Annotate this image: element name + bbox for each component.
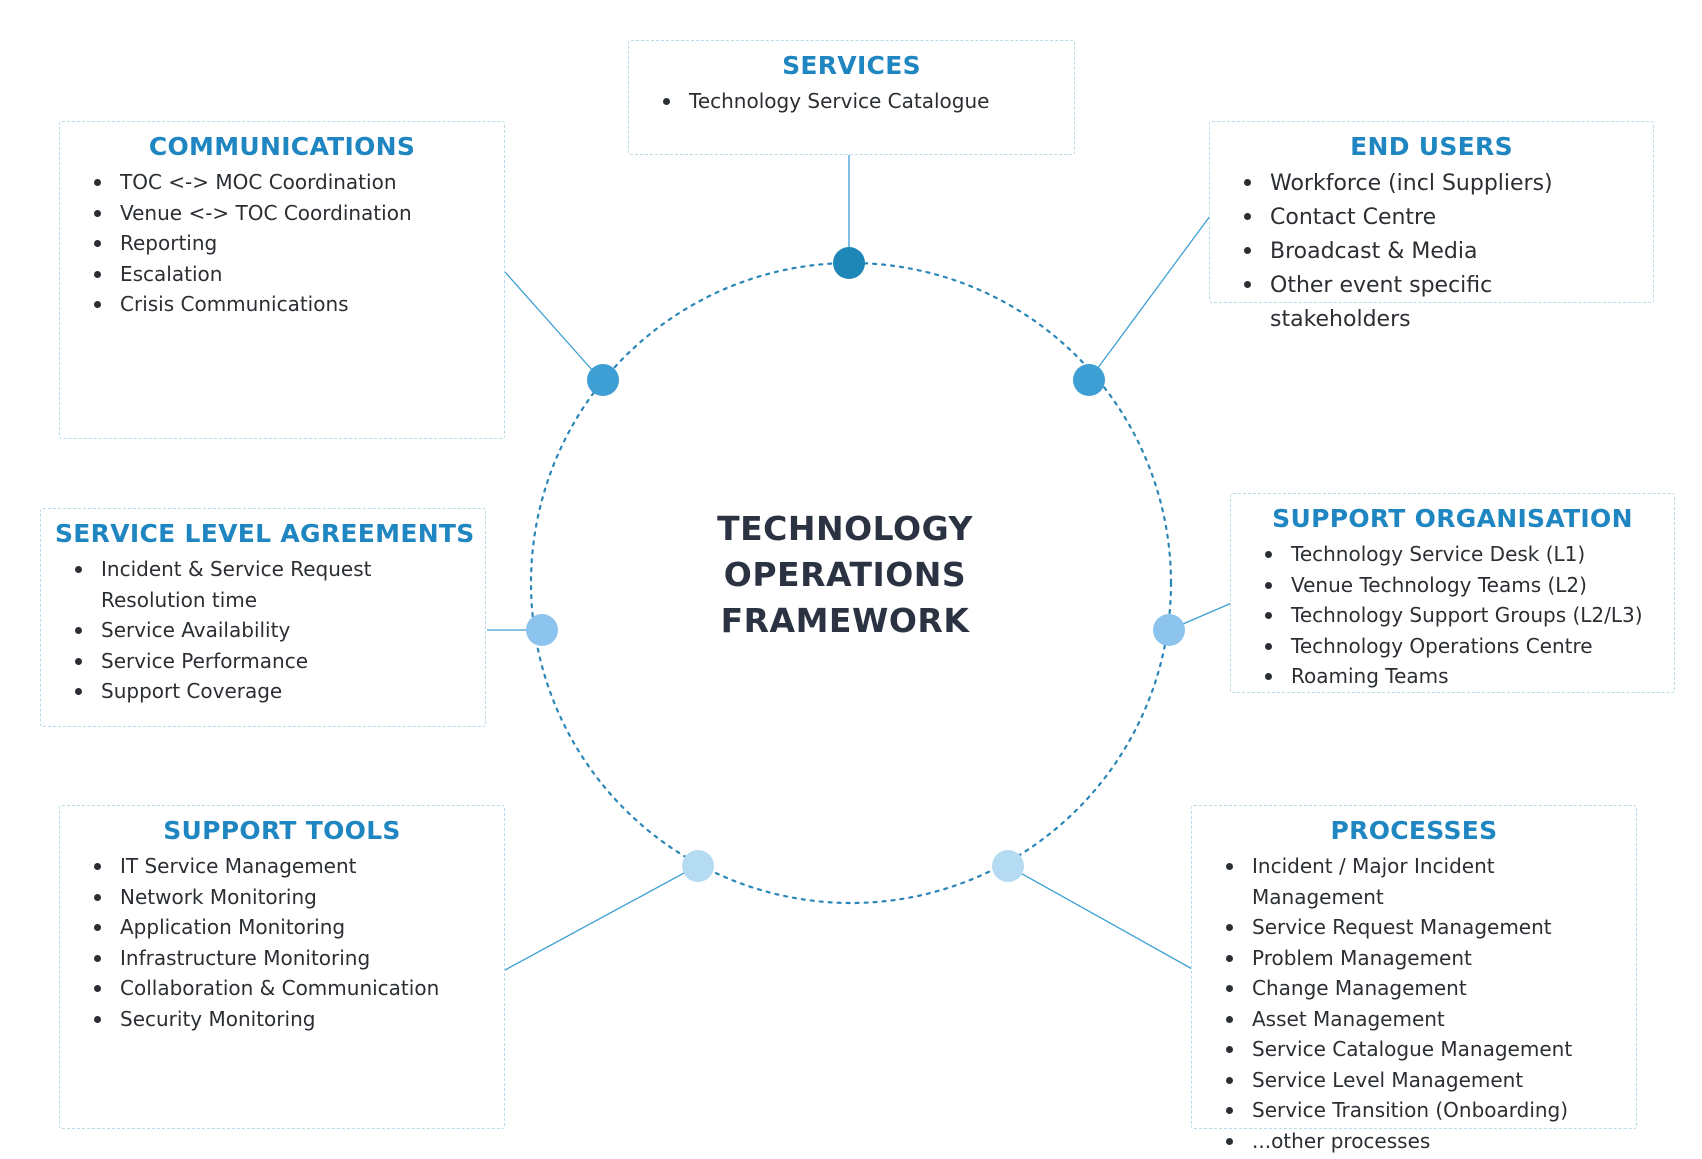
- list-item: Change Management: [1226, 973, 1622, 1004]
- framework-title-line-1: TECHNOLOGY: [717, 509, 973, 548]
- list-item: Asset Management: [1226, 1004, 1622, 1035]
- list-item: Escalation: [94, 259, 490, 290]
- framework-title-line-3: FRAMEWORK: [720, 601, 970, 640]
- list-item: Service Catalogue Management: [1226, 1034, 1622, 1065]
- framework-title-line-2: OPERATIONS: [723, 555, 967, 594]
- list-item: Venue Technology Teams (L2): [1265, 570, 1660, 601]
- node-services: [833, 247, 865, 279]
- communications-box: COMMUNICATIONS TOC <-> MOC Coordination …: [59, 121, 505, 439]
- list-item: Reporting: [94, 228, 490, 259]
- list-item: Collaboration & Communication: [94, 973, 490, 1004]
- services-box: SERVICES Technology Service Catalogue: [628, 40, 1075, 155]
- support-org-box: SUPPORT ORGANISATION Technology Service …: [1230, 493, 1675, 693]
- connector-end-users: [1088, 211, 1214, 381]
- list-item: Application Monitoring: [94, 912, 490, 943]
- list-item: Venue <-> TOC Coordination: [94, 198, 490, 229]
- services-list: Technology Service Catalogue: [643, 86, 1060, 117]
- list-item: Other event specific stakeholders: [1244, 269, 1639, 337]
- communications-title: COMMUNICATIONS: [148, 132, 416, 161]
- connector-processes: [1007, 865, 1195, 971]
- list-item: Network Monitoring: [94, 882, 490, 913]
- list-item: Broadcast & Media: [1244, 235, 1639, 269]
- list-item: Infrastructure Monitoring: [94, 943, 490, 974]
- list-item: Service Request Management: [1226, 912, 1622, 943]
- list-item: Technology Service Desk (L1): [1265, 539, 1660, 570]
- list-item: Incident & Service Request Resolution ti…: [75, 554, 471, 615]
- list-item: Security Monitoring: [94, 1004, 490, 1035]
- list-item: Service Level Management: [1226, 1065, 1622, 1096]
- list-item: Crisis Communications: [94, 289, 490, 320]
- support-tools-list: IT Service Management Network Monitoring…: [74, 851, 490, 1034]
- processes-list: Incident / Major Incident Management Ser…: [1206, 851, 1622, 1156]
- node-communications: [587, 364, 619, 396]
- list-item: Contact Centre: [1244, 201, 1639, 235]
- list-item: Technology Support Groups (L2/L3): [1265, 600, 1660, 631]
- list-item: Problem Management: [1226, 943, 1622, 974]
- support-tools-title: SUPPORT TOOLS: [163, 816, 401, 845]
- list-item: Service Availability: [75, 615, 471, 646]
- sla-list: Incident & Service Request Resolution ti…: [55, 554, 471, 707]
- framework-ring: [529, 261, 1173, 905]
- list-item: Technology Operations Centre: [1265, 631, 1660, 662]
- node-support-tools: [682, 850, 714, 882]
- list-item: Technology Service Catalogue: [663, 86, 1060, 117]
- sla-title: SERVICE LEVEL AGREEMENTS: [55, 519, 475, 548]
- node-support-org: [1153, 614, 1185, 646]
- end-users-title: END USERS: [1350, 132, 1513, 161]
- connector-support-tools: [504, 865, 698, 971]
- node-processes: [992, 850, 1024, 882]
- processes-box: PROCESSES Incident / Major Incident Mana…: [1191, 805, 1637, 1153]
- node-end-users: [1073, 364, 1105, 396]
- support-tools-box: SUPPORT TOOLS IT Service Management Netw…: [59, 805, 505, 1129]
- services-title: SERVICES: [782, 51, 921, 80]
- node-sla: [526, 614, 558, 646]
- list-item: IT Service Management: [94, 851, 490, 882]
- sla-box: SERVICE LEVEL AGREEMENTS Incident & Serv…: [40, 508, 486, 727]
- communications-list: TOC <-> MOC Coordination Venue <-> TOC C…: [74, 167, 490, 320]
- support-org-list: Technology Service Desk (L1) Venue Techn…: [1245, 539, 1660, 692]
- list-item: Incident / Major Incident Management: [1226, 851, 1622, 912]
- list-item: Service Performance: [75, 646, 471, 677]
- connector-communications: [504, 271, 602, 381]
- end-users-box: END USERS Workforce (incl Suppliers) Con…: [1209, 121, 1654, 332]
- support-org-title: SUPPORT ORGANISATION: [1272, 504, 1633, 533]
- framework-title: TECHNOLOGY OPERATIONS FRAMEWORK: [640, 506, 1050, 644]
- list-item: Support Coverage: [75, 676, 471, 707]
- list-item: Service Transition (Onboarding): [1226, 1095, 1622, 1126]
- list-item: Roaming Teams: [1265, 661, 1660, 692]
- list-item: ...other processes: [1226, 1126, 1622, 1157]
- list-item: TOC <-> MOC Coordination: [94, 167, 490, 198]
- processes-title: PROCESSES: [1330, 816, 1498, 845]
- end-users-list: Workforce (incl Suppliers) Contact Centr…: [1224, 167, 1639, 337]
- list-item: Workforce (incl Suppliers): [1244, 167, 1639, 201]
